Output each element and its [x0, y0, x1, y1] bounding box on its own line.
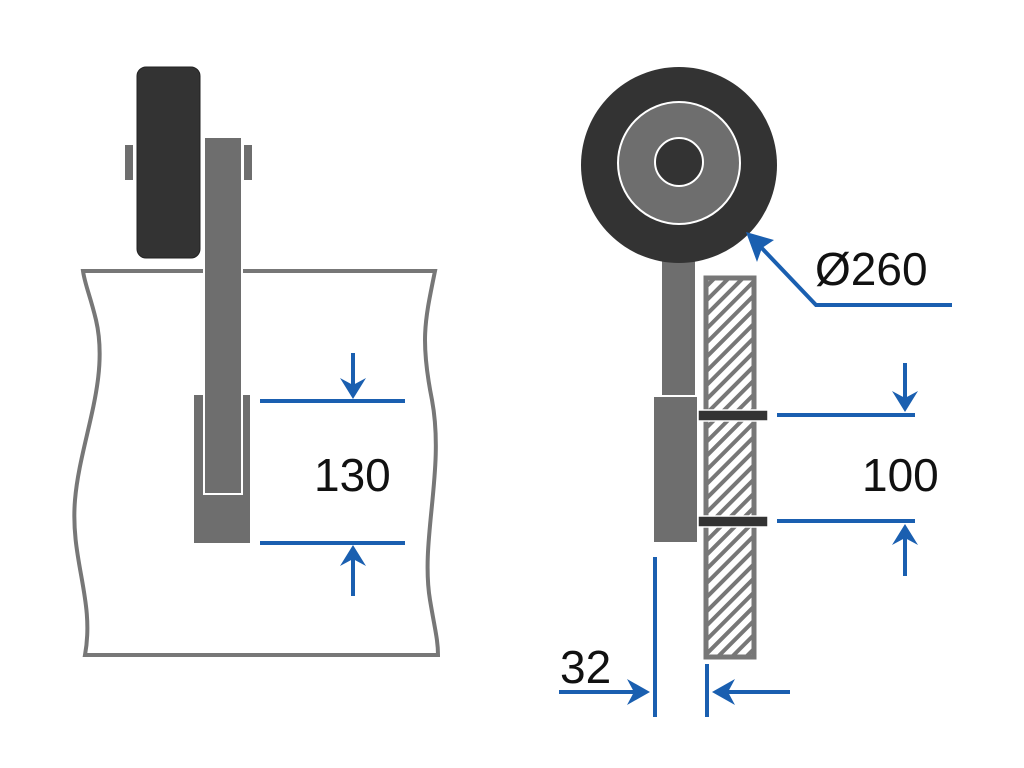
arrow-up-head	[340, 545, 366, 566]
arrow-down-100-head	[892, 391, 918, 412]
axle-stub-right	[244, 145, 252, 180]
arrow-up-100-head	[892, 524, 918, 545]
diameter-arrow-head	[746, 232, 774, 262]
axle-stub-left	[125, 145, 133, 180]
hatched-board	[703, 275, 757, 660]
offset-arrow-left-head	[712, 679, 735, 705]
arm-front	[203, 136, 243, 495]
bolt-top	[697, 409, 769, 422]
wheel-diameter-label: Ø260	[815, 243, 928, 295]
height-dimension-label: 130	[314, 449, 391, 501]
diameter-leader	[754, 240, 952, 307]
bolt-spacing-label: 100	[862, 449, 939, 501]
offset-label: 32	[560, 641, 611, 693]
bolt-bottom	[697, 515, 769, 528]
wheel-front	[136, 66, 201, 259]
offset-arrow-right-head	[627, 679, 650, 705]
front-view: 130	[72, 66, 441, 657]
side-view: Ø260 100 32	[559, 67, 952, 717]
wheel-side-hub	[654, 137, 704, 187]
arrow-down-head	[340, 378, 366, 399]
arm-side	[660, 255, 697, 397]
bracket-side	[652, 395, 699, 544]
